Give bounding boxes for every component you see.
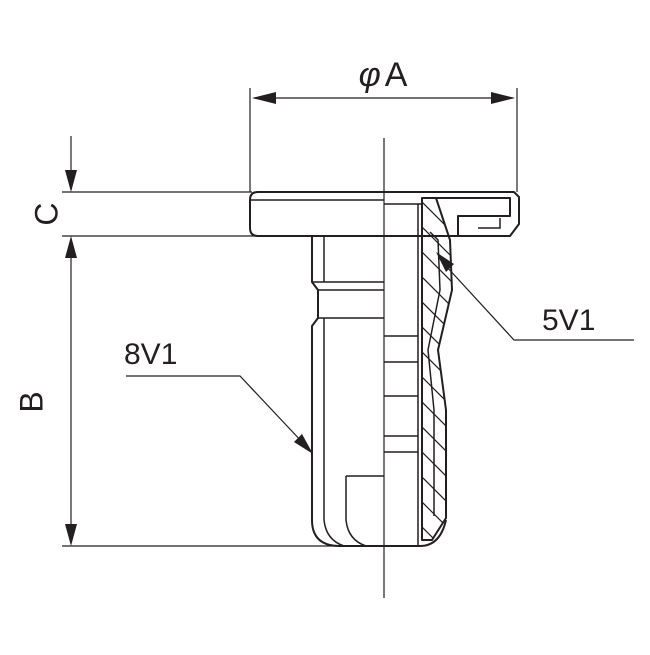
leader-5v1 [445,265,634,341]
tip-outline [311,519,384,547]
callout-label-8v1: 8V1 [124,338,177,371]
slot-left-line [345,476,367,547]
body-left-outline [311,236,319,520]
dimension-label-b: B [13,391,49,412]
leader-8v1 [126,375,305,445]
body-left-half [311,236,384,547]
arrow-left-icon [252,92,276,104]
section-outline [421,197,453,541]
flange-slot [436,197,511,236]
callout-8v1: 8V1 [124,338,313,454]
dimension-c-b: C B [13,136,382,547]
body-right-section [384,197,453,547]
section-inner-line [427,231,441,516]
arrow-c-down-icon [65,170,77,192]
leader-5v1-arrow-icon [436,252,454,272]
leader-8v1-arrow-icon [294,434,313,454]
flange [249,191,520,237]
section-hatching [422,198,452,540]
arrow-b-up-icon [65,524,77,546]
dimension-label-c: C [28,202,64,225]
tip-right-outline [384,519,447,547]
callout-5v1: 5V1 [436,252,634,341]
callout-label-5v1: 5V1 [542,304,595,337]
tip-inner-left [323,519,345,547]
flange-slot-inner [478,218,501,229]
flange-outline [249,191,520,237]
arrow-right-icon [491,92,515,104]
